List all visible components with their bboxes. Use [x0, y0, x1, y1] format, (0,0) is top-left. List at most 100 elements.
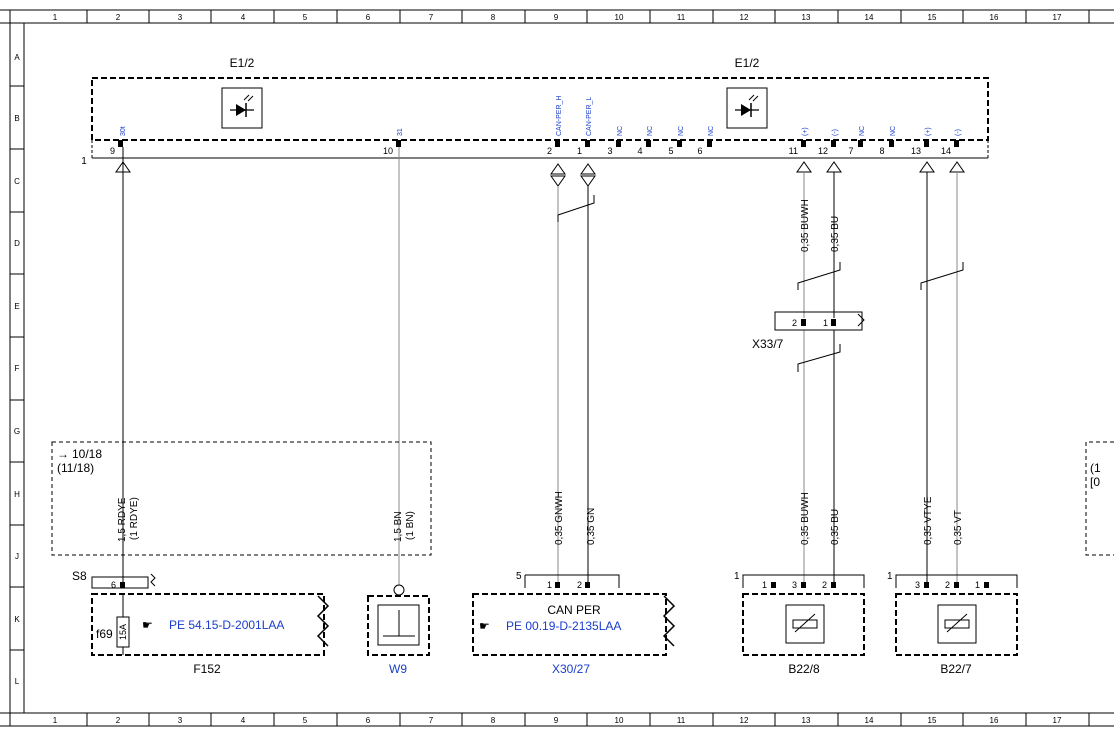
ground-point-icon [393, 584, 405, 596]
ref-text: (1 [1090, 461, 1101, 475]
fuse-icon [116, 616, 130, 648]
connector-x33-7[interactable]: 2 1 X33/7 [752, 311, 865, 351]
ref-box-left[interactable]: → 10/18 (11/18) [51, 441, 432, 556]
ecu-pin[interactable]: CAN-PER_H 2 [547, 96, 563, 156]
ecu-title-left: E1/2 [230, 56, 255, 70]
col-label: 5 [303, 13, 308, 22]
wire-labels: 1,5 RDYE (1 RDYE) 1,5 BN (1 BN) 0,35 GNW… [117, 199, 964, 545]
col-label: 2 [116, 716, 121, 725]
ref-text: (11/18) [57, 461, 94, 475]
col-label: 4 [241, 716, 246, 725]
ecu-e1-2[interactable]: E1/2 E1/2 1 [81, 56, 989, 167]
pin-name: NC [647, 126, 654, 136]
arrow-up-icon [826, 161, 842, 173]
col-label: 1 [53, 716, 58, 725]
ecu-pin[interactable]: CAN-PER_L 1 [577, 97, 593, 156]
pin-number: 1 [577, 146, 582, 156]
row-label: A [14, 53, 20, 62]
pin-name: NC [890, 126, 897, 136]
twist-mark [797, 344, 841, 372]
wire-label-alt: (1 RDYE) [129, 497, 140, 540]
pin-number: 13 [911, 146, 921, 156]
connector-number: 1 [887, 571, 893, 582]
pin-number: 10 [383, 146, 393, 156]
row-label: G [14, 427, 20, 436]
sensor-icon [937, 604, 977, 644]
pin-number: 12 [818, 146, 828, 156]
pin-number: 8 [879, 146, 884, 156]
col-label: 2 [116, 13, 121, 22]
component-f152[interactable]: S8 6 15A f69 ☛ PE 54.15-D-2001LAA F152 [72, 569, 330, 676]
pin-number: 6 [697, 146, 702, 156]
col-label: 10 [615, 716, 624, 725]
component-name[interactable]: W9 [389, 662, 407, 676]
fuse-rating: 15A [118, 624, 128, 640]
ecu-pin[interactable]: NC 7 [848, 126, 866, 156]
row-tick-lines [10, 85, 24, 651]
pin-name: CAN-PER_L [586, 97, 593, 136]
grid-columns-bottom: 1 2 3 4 5 6 7 8 9 10 11 12 13 14 15 16 1… [53, 716, 1062, 725]
ecu-pin[interactable]: 30t 9 [110, 126, 127, 156]
ecu-pin[interactable]: (+) 13 [911, 127, 932, 156]
row-label: D [14, 239, 20, 248]
component-b22-8[interactable]: 1 1 3 2 B22/8 [734, 571, 865, 676]
row-label: L [15, 677, 20, 686]
col-label: 15 [928, 716, 937, 725]
col-label: 17 [1053, 716, 1062, 725]
ref-box-right[interactable]: (1 [0 [1085, 441, 1114, 556]
ref-text: [0 [1090, 475, 1100, 489]
col-label: 11 [677, 13, 686, 22]
col-label: 9 [554, 716, 559, 725]
arrow-up-icon [919, 161, 935, 173]
ecu-pins: 30t 9 31 10 CAN-PER_H 2 CAN-PER_L 1 NC 3… [110, 96, 962, 156]
row-label: F [15, 364, 20, 373]
pin-number: 1 [762, 580, 767, 590]
wire-label-alt: (1 BN) [405, 511, 416, 540]
pin-number: 9 [110, 146, 115, 156]
component-title: CAN PER [547, 603, 601, 617]
twist-mark [797, 262, 841, 290]
ecu-title-right: E1/2 [735, 56, 760, 70]
row-label: E [14, 302, 19, 311]
col-label: 11 [677, 716, 686, 725]
connector-name: S8 [72, 569, 87, 583]
pin-name: NC [708, 126, 715, 136]
ecu-pin[interactable]: (-) 14 [941, 129, 962, 156]
pin-name: (+) [802, 127, 809, 136]
col-label: 3 [178, 716, 183, 725]
arrow-up-icon [949, 161, 965, 173]
component-x30-27[interactable]: 5 1 2 CAN PER ☛ PE 00.19-D-2135LAA X30/2… [472, 571, 676, 676]
pin-name: 31 [397, 128, 404, 136]
ecu-pin[interactable]: NC 3 [607, 126, 624, 156]
ecu-pin[interactable]: (-) 12 [818, 129, 839, 156]
col-label: 1 [53, 13, 58, 22]
pin-name: NC [859, 126, 866, 136]
component-w9[interactable]: W9 [367, 584, 430, 676]
component-name[interactable]: X30/27 [552, 662, 590, 676]
document-reference-link[interactable]: PE 54.15-D-2001LAA [169, 618, 284, 632]
pin-number: 4 [637, 146, 642, 156]
col-label: 13 [802, 716, 811, 725]
ecu-pin[interactable]: (+) 11 [789, 127, 809, 156]
col-label: 12 [740, 716, 749, 725]
col-label: 10 [615, 13, 624, 22]
document-reference-link[interactable]: PE 00.19-D-2135LAA [506, 619, 621, 633]
ground-icon [377, 604, 420, 646]
wire-label: 0,35 GN [586, 508, 597, 545]
pin-number: 14 [941, 146, 951, 156]
col-label: 8 [491, 716, 496, 725]
sensor-icon [785, 604, 825, 644]
wire-label: 1,5 BN [393, 511, 404, 542]
twisted-pair-arrow-icon [580, 175, 596, 187]
ecu-pin[interactable]: 31 10 [383, 128, 404, 156]
ecu-pin[interactable]: NC 4 [637, 126, 654, 156]
component-b22-7[interactable]: 1 3 2 1 B22/7 [887, 571, 1018, 676]
arrow-up-icon [796, 161, 812, 173]
pin-name: (+) [925, 127, 932, 136]
col-label: 16 [990, 716, 999, 725]
ecu-pin[interactable]: NC 6 [697, 126, 715, 156]
pin-number: 3 [607, 146, 612, 156]
ecu-pin[interactable]: NC 5 [668, 126, 685, 156]
col-label: 5 [303, 716, 308, 725]
ecu-pin[interactable]: NC 8 [879, 126, 897, 156]
